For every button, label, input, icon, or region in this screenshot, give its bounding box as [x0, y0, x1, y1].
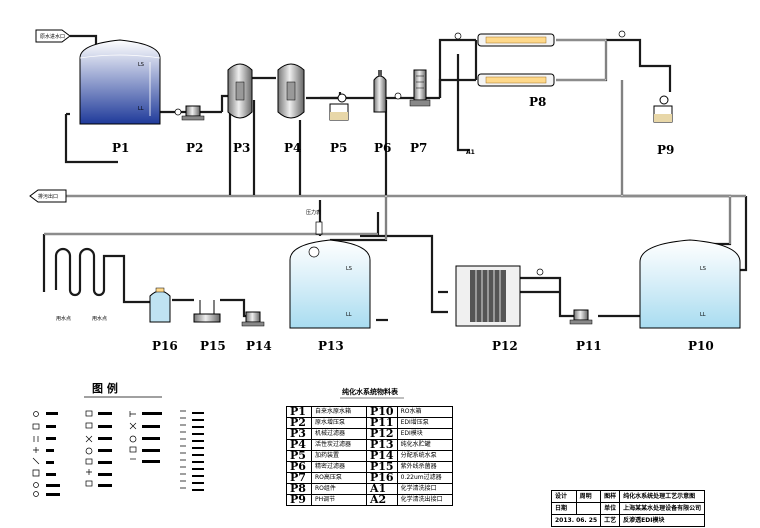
ph-adjust-p9 — [653, 95, 673, 123]
equipment-code: P9 — [286, 494, 312, 506]
label-p8: P8 — [529, 95, 546, 109]
svg-text:LS: LS — [700, 266, 706, 272]
equipment-name: RO组件 — [311, 483, 367, 495]
process-label: 工艺 — [600, 514, 621, 527]
equipment-name: 分配系统水泵 — [396, 450, 453, 462]
filter-p3 — [227, 63, 253, 119]
equipment-name: 精密过滤器 — [311, 461, 367, 473]
company: 上海某某水处理设备有限公司 — [619, 502, 706, 515]
equipment-table-title: 纯化水系统物料表 — [342, 387, 399, 396]
label-p9: P9 — [657, 143, 674, 157]
legend-text-marks — [46, 412, 204, 496]
legend-symbols — [32, 410, 186, 497]
equipment-name: 原水增压泵 — [311, 417, 367, 429]
label-p5: P5 — [330, 141, 347, 155]
raw-water-inlet-label: 原水进水口 — [40, 33, 65, 40]
equipment-name: RO水箱 — [396, 406, 453, 418]
label-p4: P4 — [284, 141, 301, 155]
designer: 周明 — [575, 490, 602, 503]
svg-text:LL: LL — [700, 312, 706, 318]
legend-title: 图 例 — [92, 381, 118, 395]
equipment-name: RO高压泵 — [311, 472, 367, 484]
label-p11: P11 — [576, 339, 602, 353]
equipment-name: EDI增压泵 — [396, 417, 453, 429]
pump-p14 — [241, 311, 265, 327]
equipment-name: 活性炭过滤器 — [311, 439, 367, 451]
pump-p11 — [569, 309, 593, 325]
uv-sterilizer-p15 — [193, 300, 221, 323]
tank-p1: LS LL — [79, 39, 161, 125]
filter-p4 — [277, 63, 305, 119]
drawing-name-label: 图样 — [600, 490, 621, 503]
tank-p13: LS LL 压力表 — [289, 209, 371, 329]
label-p16: P16 — [152, 339, 178, 353]
equipment-name: 化学清洗出接口 — [396, 494, 453, 506]
tank-p10: LS LL — [639, 239, 741, 329]
label-p15: P15 — [200, 339, 226, 353]
pressure-gauge-label: 压力表 — [306, 209, 321, 216]
label-p13: P13 — [318, 339, 344, 353]
equipment-name: 纯化水贮罐 — [396, 439, 453, 451]
label-p10: P10 — [688, 339, 714, 353]
p1-level-low: LL — [138, 106, 144, 112]
label-p12: P12 — [492, 339, 518, 353]
equipment-name: 化学清洗接口 — [396, 483, 453, 495]
raw-water-inlet-arrow: 原水进水口 — [35, 29, 98, 44]
design-label: 设计 — [551, 490, 577, 503]
title-block: 设计 周明 图样 纯化水系统处理工艺示意图 日期 单位 上海某某水处理设备有限公… — [550, 490, 706, 527]
equipment-name: 机械过滤器 — [311, 428, 367, 440]
process-value: 反渗透EDI模块 — [619, 514, 706, 527]
equipment-name: 0.22um过滤器 — [396, 472, 453, 484]
label-p6: P6 — [374, 141, 391, 155]
chem-clean-a1-label: A1 — [466, 149, 475, 156]
drain-outlet-arrow: 排污出口 — [29, 189, 67, 203]
dosing-p5 — [329, 93, 349, 121]
edi-module-p12 — [455, 265, 544, 327]
p1-level-high: LS — [138, 62, 144, 68]
unit-label: 单位 — [600, 502, 621, 515]
equipment-name: PH调节 — [311, 494, 367, 506]
drain-outlet-label: 排污出口 — [38, 193, 58, 200]
label-p1: P1 — [112, 141, 129, 155]
date-label: 日期 — [551, 502, 577, 515]
pump-p7 — [409, 69, 431, 107]
label-p3: P3 — [233, 141, 250, 155]
use-point-2: 用水点 — [92, 315, 107, 322]
ro-membranes-p8 — [454, 30, 626, 87]
filter-p6 — [373, 70, 402, 113]
filter-p16 — [149, 287, 171, 323]
equipment-name: 加药装置 — [311, 450, 367, 462]
drawing-name: 纯化水系统处理工艺示意图 — [619, 490, 706, 503]
pump-p2 — [174, 105, 205, 121]
use-point-1: 用水点 — [56, 315, 71, 322]
svg-text:LL: LL — [346, 312, 352, 318]
date-value: 2013. 06. 25 — [550, 514, 602, 527]
equipment-name: 紫外线杀菌器 — [396, 461, 453, 473]
equipment-code: A2 — [366, 494, 398, 506]
label-p14: P14 — [246, 339, 272, 353]
svg-text:LS: LS — [346, 266, 352, 272]
label-p2: P2 — [186, 141, 203, 155]
equipment-name: 自来水原水箱 — [311, 406, 367, 418]
label-p7: P7 — [410, 141, 427, 155]
equipment-name: EDI模块 — [396, 428, 453, 440]
